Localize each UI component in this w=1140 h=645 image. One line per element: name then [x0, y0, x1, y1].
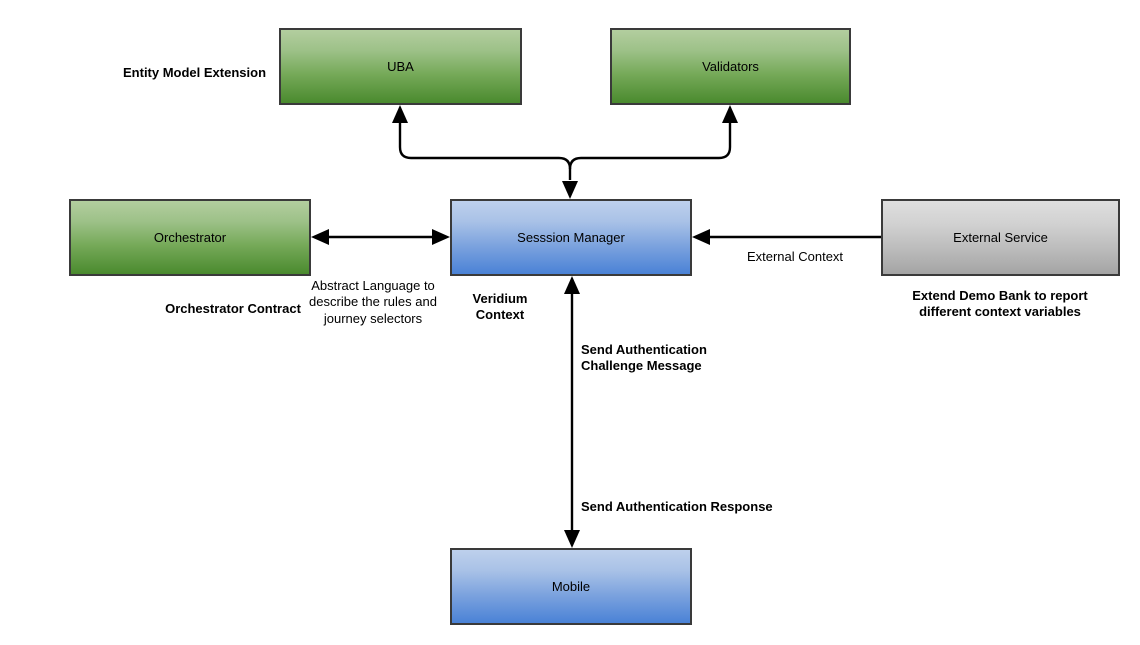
node-mobile[interactable]: Mobile: [450, 548, 692, 625]
node-uba-label: UBA: [387, 58, 414, 74]
edge-external-service-session-manager: [692, 229, 881, 245]
annotation-entity-model-extension: Entity Model Extension: [123, 65, 267, 80]
edge-session-manager-to-uba-validators: [392, 105, 738, 199]
arrowhead-session-manager-top: [562, 181, 578, 199]
annotation-extend-demo-bank: Extend Demo Bank to report different con…: [912, 288, 1088, 320]
node-external-service[interactable]: External Service: [881, 199, 1120, 276]
edge-session-manager-mobile: [564, 276, 580, 548]
arrowhead-orchestrator: [311, 229, 329, 245]
arrowhead-session-manager-bottom: [564, 276, 580, 294]
node-validators-label: Validators: [702, 58, 759, 74]
annotation-orchestrator-contract: Orchestrator Contract: [165, 301, 301, 316]
annotation-veridium-context: Veridium Context: [472, 291, 528, 323]
annotation-external-context: External Context: [746, 249, 844, 264]
arrowhead-session-manager-right: [692, 229, 710, 245]
node-uba[interactable]: UBA: [279, 28, 522, 105]
annotation-send-auth-response: Send Authentication Response: [581, 499, 773, 514]
node-orchestrator-label: Orchestrator: [153, 229, 227, 245]
node-orchestrator[interactable]: Orchestrator: [69, 199, 311, 276]
node-validators[interactable]: Validators: [610, 28, 851, 105]
node-mobile-label: Mobile: [551, 578, 591, 594]
annotation-send-auth-challenge: Send Authentication Challenge Message: [581, 342, 707, 374]
annotation-abstract-language: Abstract Language to describe the rules …: [309, 278, 437, 326]
edge-orchestrator-session-manager: [311, 229, 450, 245]
arrowhead-session-manager-left: [432, 229, 450, 245]
arrowhead-validators: [722, 105, 738, 123]
arrowhead-mobile: [564, 530, 580, 548]
node-external-service-label: External Service: [953, 229, 1048, 245]
node-session-manager[interactable]: Sesssion Manager: [450, 199, 692, 276]
node-session-manager-label: Sesssion Manager: [517, 229, 625, 245]
arrowhead-uba: [392, 105, 408, 123]
